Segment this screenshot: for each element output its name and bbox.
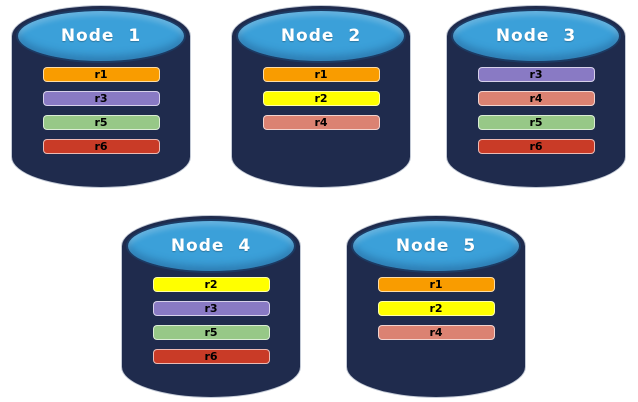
replica-bar-r4: r4: [262, 115, 380, 130]
node-cylinder-1: Node 1 r1 r3 r5 r6: [11, 5, 191, 188]
node-top-ellipse: Node 4: [126, 219, 296, 273]
replica-bar-list: r1 r3 r5 r6: [12, 67, 190, 154]
replica-bar-r6: r6: [477, 139, 595, 154]
node-cylinder-2: Node 2 r1 r2 r4: [231, 5, 411, 188]
replica-bar-r6: r6: [42, 139, 160, 154]
node-label: Node 1: [60, 26, 142, 46]
node-top-ellipse: Node 1: [16, 9, 186, 63]
node-cylinder-5: Node 5 r1 r2 r4: [346, 215, 526, 398]
node-cylinder-3: Node 3 r3 r4 r5 r6: [446, 5, 626, 188]
replica-bar-list: r2 r3 r5 r6: [122, 277, 300, 364]
node-label: Node 5: [395, 236, 477, 256]
replica-bar-r2: r2: [262, 91, 380, 106]
replica-bar-r4: r4: [477, 91, 595, 106]
node-top-ellipse: Node 5: [351, 219, 521, 273]
node-top-ellipse: Node 3: [451, 9, 621, 63]
replica-bar-r5: r5: [477, 115, 595, 130]
node-label: Node 4: [170, 236, 252, 256]
node-cylinder-4: Node 4 r2 r3 r5 r6: [121, 215, 301, 398]
replica-bar-list: r3 r4 r5 r6: [447, 67, 625, 154]
replica-bar-list: r1 r2 r4: [232, 67, 410, 130]
replica-bar-list: r1 r2 r4: [347, 277, 525, 340]
node-label: Node 2: [280, 26, 362, 46]
replica-bar-r3: r3: [477, 67, 595, 82]
replica-bar-r5: r5: [152, 325, 270, 340]
node-top-ellipse: Node 2: [236, 9, 406, 63]
replica-bar-r1: r1: [42, 67, 160, 82]
replica-bar-r2: r2: [377, 301, 495, 316]
replica-bar-r1: r1: [377, 277, 495, 292]
node-label: Node 3: [495, 26, 577, 46]
replica-bar-r5: r5: [42, 115, 160, 130]
replica-bar-r3: r3: [42, 91, 160, 106]
replica-bar-r1: r1: [262, 67, 380, 82]
replica-bar-r6: r6: [152, 349, 270, 364]
replica-bar-r4: r4: [377, 325, 495, 340]
replica-bar-r2: r2: [152, 277, 270, 292]
replica-bar-r3: r3: [152, 301, 270, 316]
